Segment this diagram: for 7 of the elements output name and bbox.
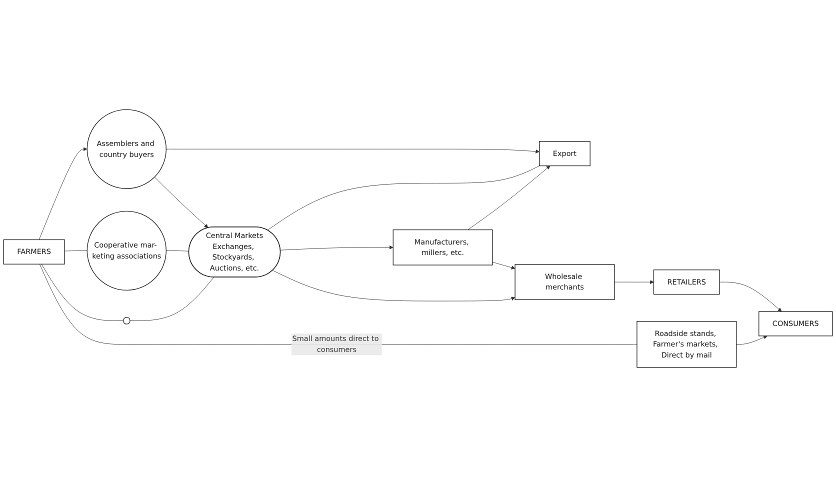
node-circle [122,316,130,324]
connector [166,250,190,252]
connector [130,276,214,321]
connector [267,166,540,230]
connector [41,264,124,321]
connector [39,264,638,345]
connector [64,250,88,252]
